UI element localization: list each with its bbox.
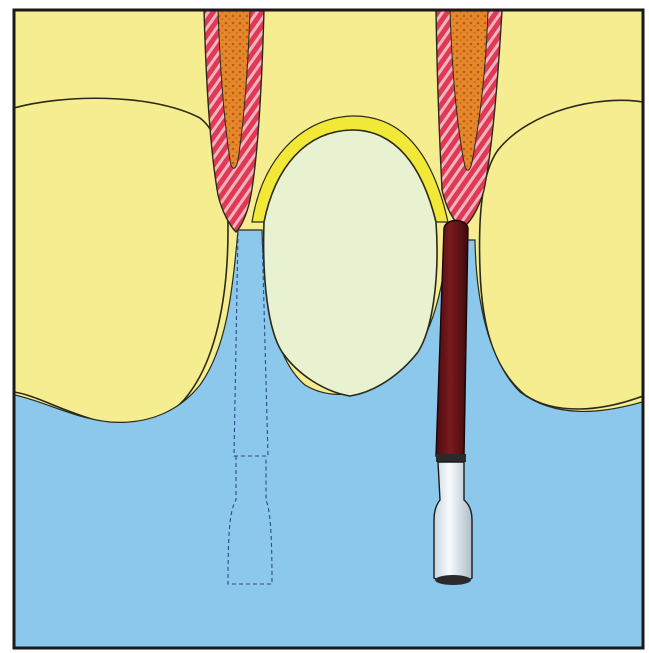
- left-tooth: [14, 98, 228, 424]
- prepared-tooth: [264, 130, 437, 396]
- right-tooth: [480, 100, 643, 409]
